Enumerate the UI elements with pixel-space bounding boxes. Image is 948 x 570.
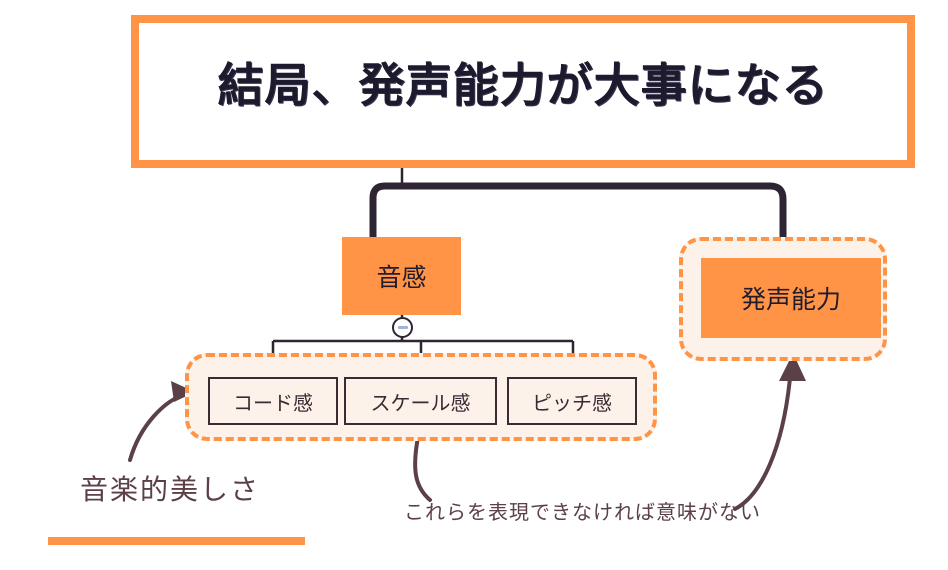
connector-root-split	[369, 182, 406, 241]
annotation-label-beauty: 音楽的美しさ	[80, 473, 261, 506]
minus-glyph	[397, 326, 408, 329]
node-pitch[interactable]: ピッチ感	[507, 377, 637, 425]
minus-circle-icon[interactable]	[392, 317, 413, 338]
page-title: 結局、発声能力が大事になる	[217, 57, 829, 112]
annotation-label-meaning: これらを表現できなければ意味がない	[404, 500, 761, 524]
node-chord[interactable]: コード感	[208, 377, 338, 425]
node-hassei[interactable]: 発声能力	[701, 258, 881, 338]
annotation-arrow-meaning-right	[733, 376, 792, 511]
accent-bar	[48, 537, 305, 545]
node-onkan[interactable]: 音感	[342, 237, 461, 315]
annotation-curve-meaning-left	[413, 435, 432, 502]
node-scale[interactable]: スケール感	[344, 377, 497, 425]
title-box: 結局、発声能力が大事になる	[131, 15, 915, 168]
annotation-arrow-beauty	[128, 392, 188, 462]
